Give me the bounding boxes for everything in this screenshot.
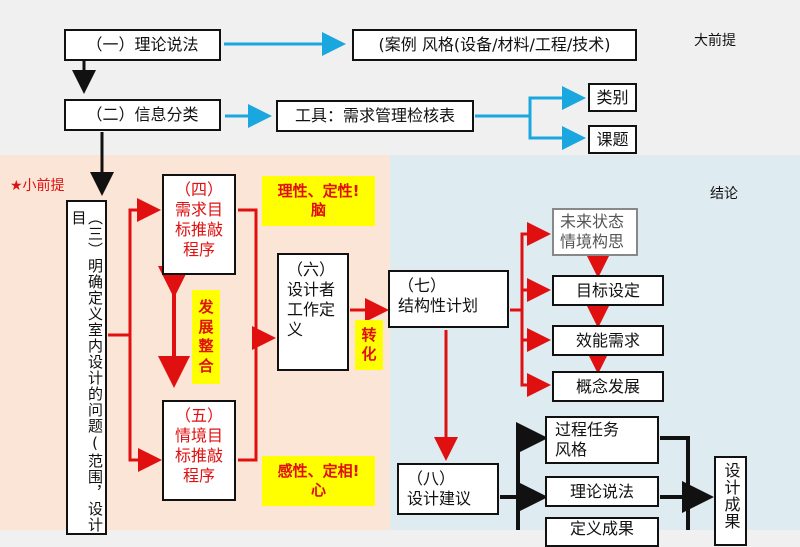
step4-body: 需求目 标推敲 程序 bbox=[174, 200, 223, 259]
step1-theory-box: （一）理论说法 bbox=[64, 29, 221, 61]
category-box: 类别 bbox=[588, 83, 637, 112]
step3-text: （三）明确定义室内设计的问题(范围，设计目 bbox=[69, 210, 105, 533]
step5-heading: （五） bbox=[174, 406, 223, 425]
minor-premise-label: ★小前提 bbox=[10, 178, 65, 194]
sensory-highlight: 感性、定相! 心 bbox=[262, 456, 375, 506]
future-state-box: 未来状态 情境构思 bbox=[552, 208, 638, 256]
step5-body: 情境目 标推敲 程序 bbox=[174, 426, 223, 485]
step5-context-box: （五） 情境目 标推敲 程序 bbox=[162, 400, 236, 501]
design-result-box: 设计成果 bbox=[714, 456, 747, 546]
define-result-box: 定义成果 bbox=[545, 517, 659, 547]
tool-box: 工具：需求管理检核表 bbox=[276, 100, 474, 132]
design-result-text: 设计成果 bbox=[721, 462, 741, 530]
step3-definition-box: （三）明确定义室内设计的问题(范围，设计目 bbox=[66, 200, 107, 535]
step2-classification-box: （二）信息分类 bbox=[64, 99, 221, 131]
transform-highlight: 转 化 bbox=[355, 320, 383, 370]
develop-integrate-highlight: 发 展 整 合 bbox=[192, 290, 220, 384]
theory-box-2: 理论说法 bbox=[545, 476, 659, 507]
rational-highlight: 理性、定性! 脑 bbox=[262, 176, 375, 226]
topic-box: 课题 bbox=[588, 125, 637, 154]
step4-heading: （四） bbox=[174, 180, 223, 199]
goal-setting-box: 目标设定 bbox=[552, 275, 664, 306]
step4-needs-box: （四） 需求目 标推敲 程序 bbox=[162, 174, 236, 275]
step6-designer-box: （六） 设计者 工作定 义 bbox=[277, 253, 349, 371]
process-style-box: 过程任务 风格 bbox=[545, 416, 659, 464]
conclusion-label: 结论 bbox=[710, 186, 738, 202]
step7-structure-box: （七） 结构性计划 bbox=[388, 270, 509, 328]
major-premise-label: 大前提 bbox=[694, 33, 736, 49]
step8-proposal-box: （八） 设计建议 bbox=[397, 463, 499, 515]
performance-box: 效能需求 bbox=[552, 325, 664, 356]
cases-box: (案例 风格(设备/材料/工程/技术) bbox=[352, 29, 637, 61]
concept-box: 概念发展 bbox=[552, 371, 664, 402]
